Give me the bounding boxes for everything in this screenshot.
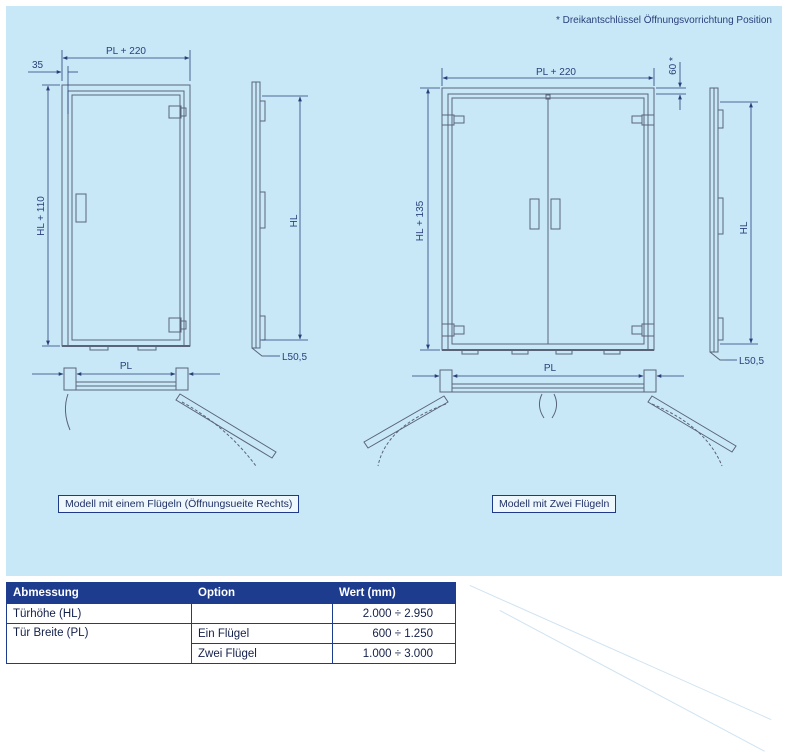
background-line xyxy=(499,610,765,752)
table-cell: Türhöhe (HL) xyxy=(6,603,192,624)
dim-label: HL + 110 xyxy=(36,196,47,236)
footnote: * Dreikantschlüssel Öffnungsvorrichtung … xyxy=(555,15,772,26)
double-door-front-view xyxy=(441,87,655,355)
background-line xyxy=(469,585,772,721)
single-door-plan-view xyxy=(63,367,277,467)
dim-label: HL xyxy=(739,221,750,234)
technical-drawing: PL + 220 35 HL + 110 HL L50,5 xyxy=(28,46,764,467)
dim-label: HL xyxy=(289,214,300,227)
double-door-dimensions xyxy=(420,62,686,351)
dim-label: HL + 135 xyxy=(415,200,426,241)
dim-label: PL xyxy=(120,361,133,372)
single-door-dimensions xyxy=(28,50,191,347)
dim-label: PL + 220 xyxy=(536,67,576,78)
table-cell: Ein Flügel xyxy=(191,623,333,644)
table-cell: 2.000 ÷ 2.950 xyxy=(332,603,456,624)
single-door-side-view xyxy=(251,81,268,357)
table-row: Zwei Flügel 1.000 ÷ 3.000 xyxy=(7,643,456,664)
table-header-row: Abmessung Option Wert (mm) xyxy=(6,582,456,604)
hinge-icon xyxy=(168,105,182,119)
table-cell: 600 ÷ 1.250 xyxy=(332,623,456,644)
dim-label: L50,5 xyxy=(282,352,307,363)
dim-label: PL xyxy=(544,363,557,374)
single-door-caption: Modell mit einem Flügeln (Öffnungsueite … xyxy=(58,495,300,513)
column-header: Abmessung xyxy=(6,582,192,604)
table-cell xyxy=(191,603,333,624)
column-header: Option xyxy=(191,582,333,604)
table-row: Tür Breite (PL) Ein Flügel 600 ÷ 1.250 xyxy=(6,623,456,664)
dim-label: 35 xyxy=(32,60,44,71)
table-cell: 1.000 ÷ 3.000 xyxy=(332,643,456,664)
dim-label: 60 * xyxy=(668,57,679,75)
single-door-handle xyxy=(75,193,87,223)
dimension-table: Abmessung Option Wert (mm) Türhöhe (HL) … xyxy=(6,582,456,664)
double-door-caption: Modell mit Zwei Flügeln xyxy=(492,495,617,513)
table-row: Türhöhe (HL) 2.000 ÷ 2.950 xyxy=(6,603,456,624)
double-door-handle xyxy=(529,198,540,230)
single-door-front-view xyxy=(61,84,191,351)
double-door-plan-view xyxy=(363,369,737,467)
double-door-handle xyxy=(550,198,561,230)
table-cell: Zwei Flügel xyxy=(191,643,333,664)
double-door-side-view xyxy=(709,87,726,361)
table-cell: Tür Breite (PL) xyxy=(6,623,192,664)
dim-label: PL + 220 xyxy=(106,46,146,57)
column-header: Wert (mm) xyxy=(332,582,456,604)
dim-label: L50,5 xyxy=(739,356,764,367)
drawing-panel: * Dreikantschlüssel Öffnungsvorrichtung … xyxy=(6,6,782,576)
hinge-icon xyxy=(168,317,182,333)
